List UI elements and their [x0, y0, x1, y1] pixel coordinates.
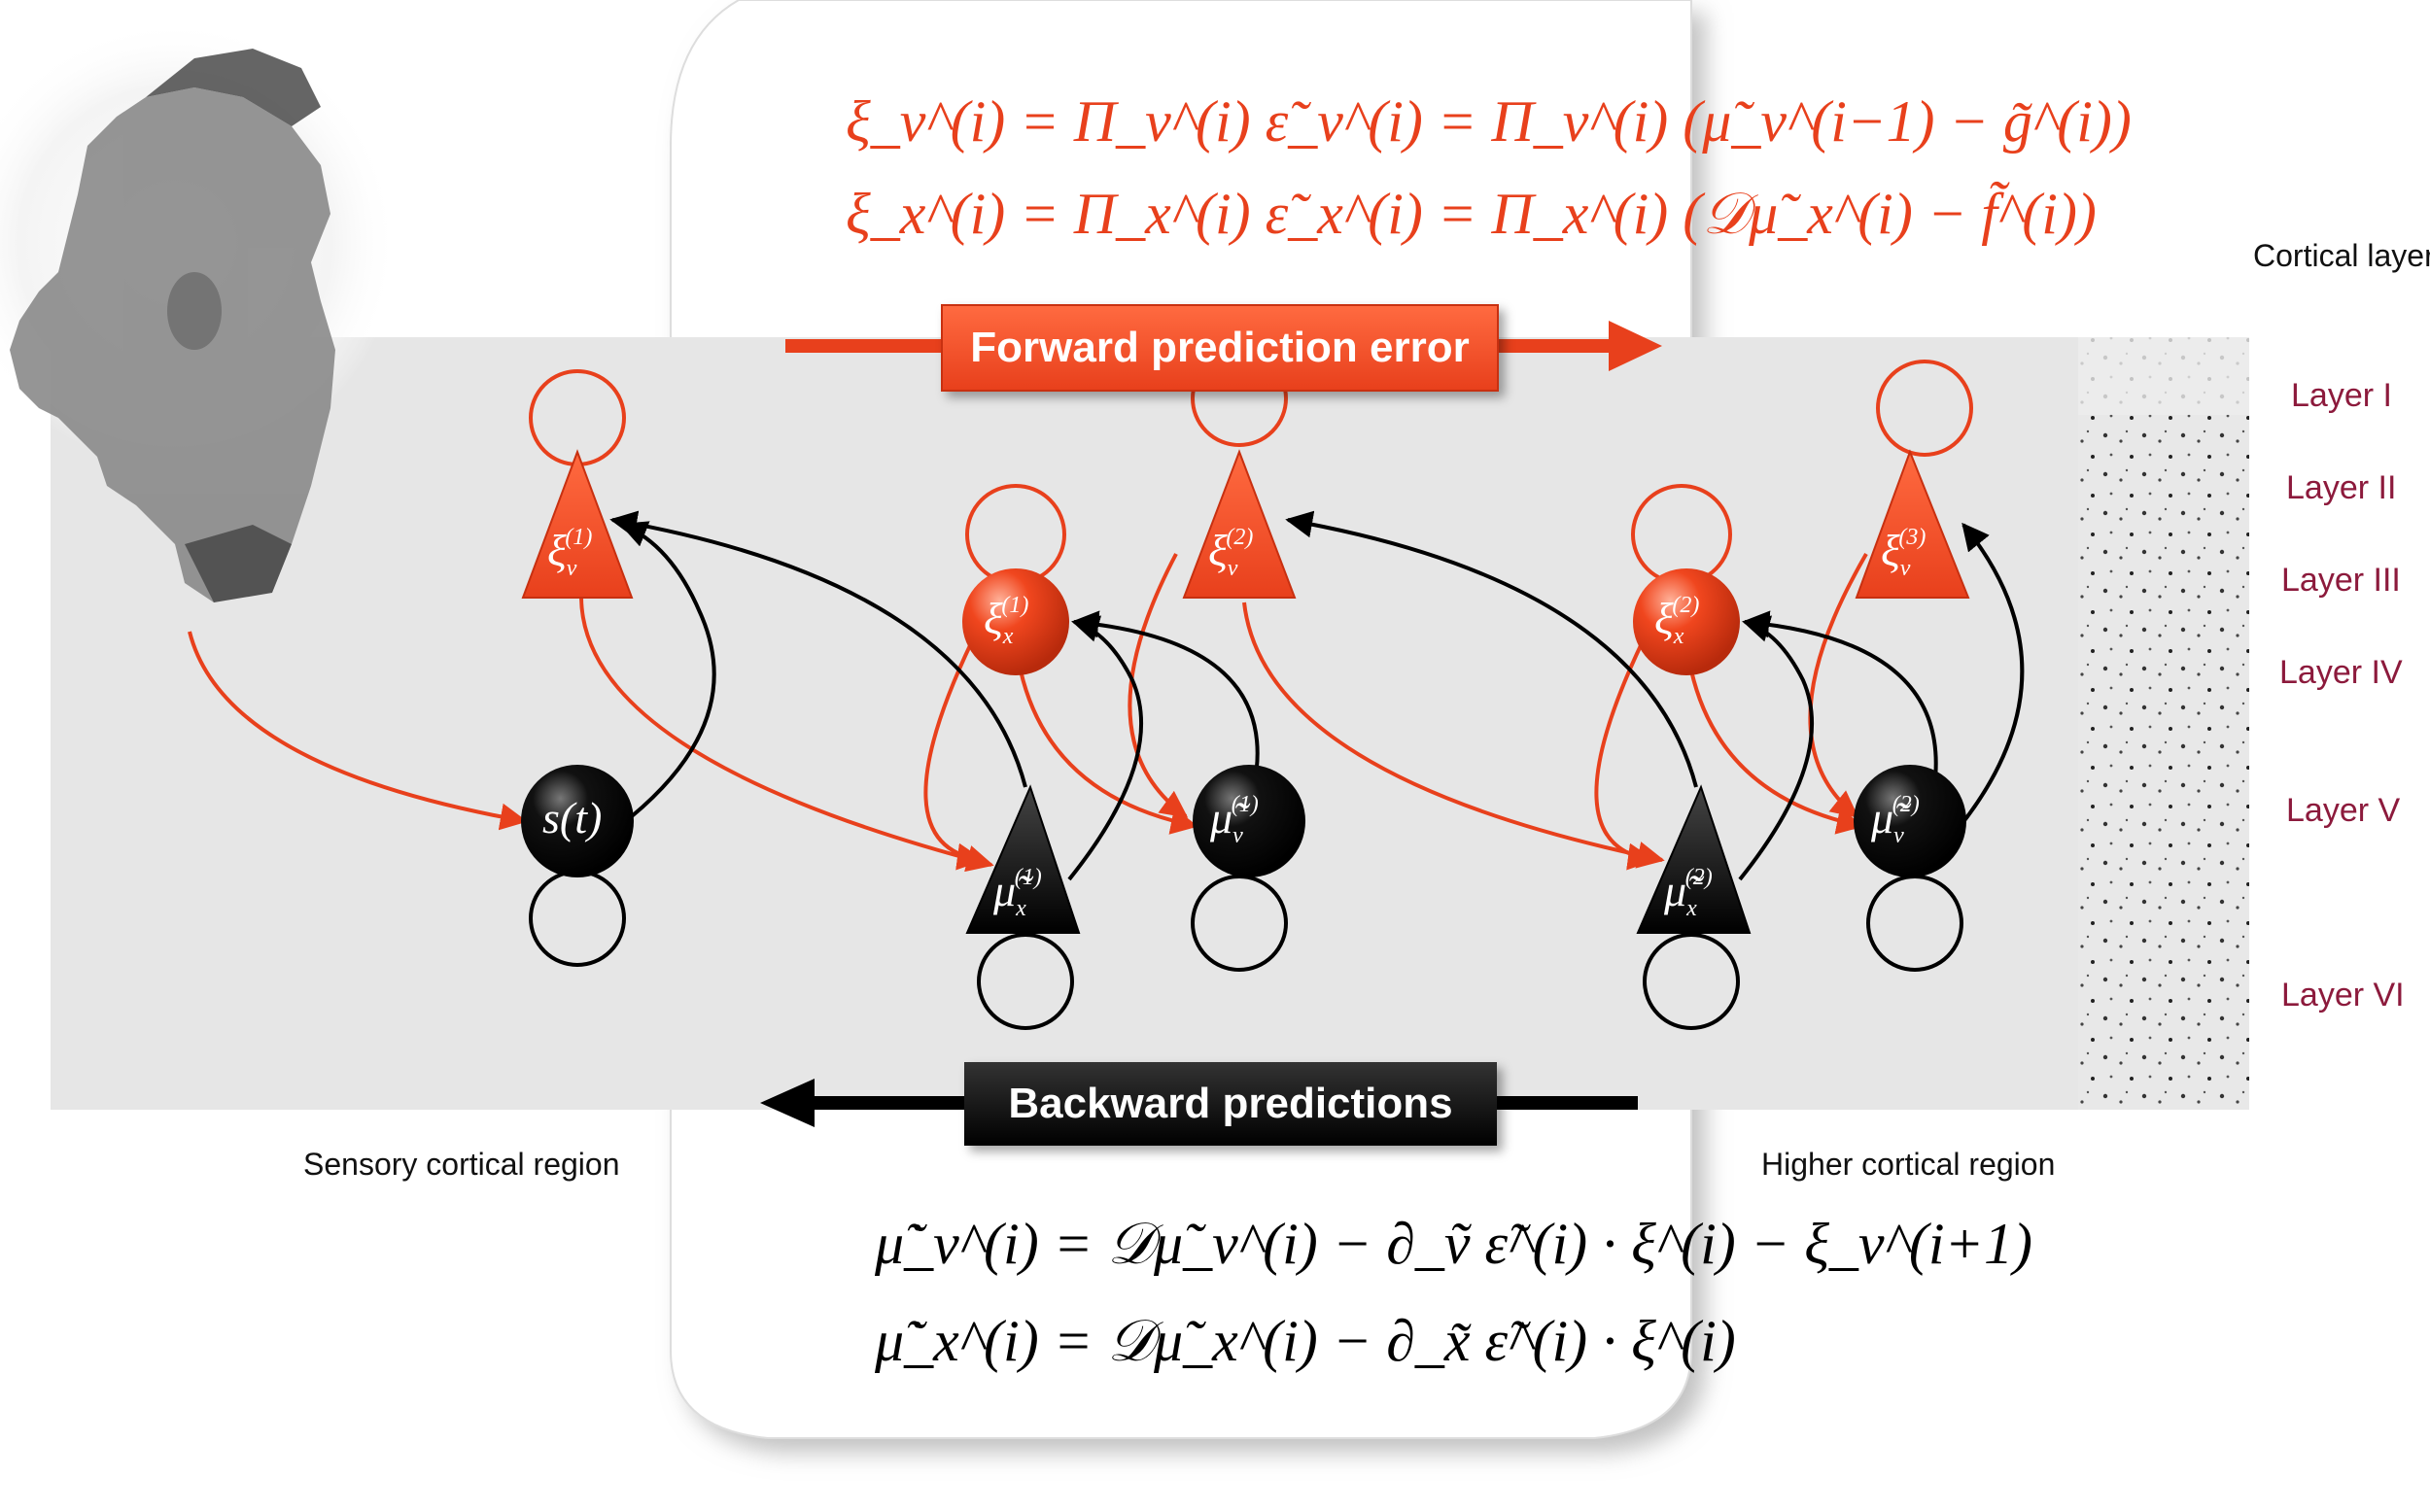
- node-xi-x2: [1633, 568, 1740, 675]
- backward-predictions-box: Backward predictions: [964, 1062, 1497, 1146]
- edge-s-to-xiv1: [619, 521, 716, 818]
- label-xi-x2: ξx(2): [1654, 592, 1700, 650]
- edge-mux2-to-xiv2: [1285, 510, 1698, 788]
- layer-1-label: Layer I: [2291, 377, 2392, 414]
- node-xi-v1: [521, 449, 634, 599]
- edge-head-to-s: [188, 631, 528, 831]
- region-left-label: Sensory cortical region: [303, 1147, 620, 1182]
- head-silhouette: [10, 49, 335, 602]
- edge-muv1-to-xix1: [1071, 610, 1260, 788]
- equation-top-2: ξ_x^(i) = Π_x^(i) ε̃_x^(i) = Π_x^(i) (𝒟μ…: [846, 182, 2097, 246]
- label-xi-v3-text: ξ: [1881, 526, 1900, 575]
- cortical-layer-title: Cortical layer: [2253, 238, 2430, 273]
- layer-4-label: Layer IV: [2279, 654, 2403, 691]
- equation-bottom-1: μ̃̇_v^(i) = 𝒟μ̃_v^(i) − ∂_ṽ ε̃^(i) · ξ^(…: [875, 1212, 2032, 1276]
- node-mu-v2: [1854, 765, 1966, 877]
- label-xi-v1: ξv(1): [547, 524, 593, 582]
- loop-xi-v3: [1876, 360, 1973, 457]
- equation-top-1: ξ_v^(i) = Π_v^(i) ε̃_v^(i) = Π_v^(i) (μ̃…: [846, 89, 2132, 154]
- label-mu-v1: μ̃v(1): [1210, 791, 1259, 849]
- label-mu-x2: μ̃x(2): [1664, 864, 1713, 922]
- edge-mux2-to-xix2: [1738, 615, 1815, 881]
- label-xi-v2: ξv(2): [1208, 524, 1254, 582]
- backward-predictions-label: Backward predictions: [1008, 1080, 1453, 1127]
- label-xi-v1-text: ξ: [547, 526, 567, 575]
- node-mu-v1: [1193, 765, 1305, 877]
- edge-muv2-to-xiv3: [1942, 522, 2025, 847]
- loop-mu-x1: [977, 933, 1074, 1030]
- node-xi-v3: [1855, 449, 1970, 599]
- label-mu-x1: μ̃x(1): [993, 864, 1042, 922]
- label-xi-x1-text: ξ: [984, 594, 1003, 643]
- cortical-histology: [2078, 337, 2249, 1110]
- label-xi-x2-text: ξ: [1654, 594, 1674, 643]
- equation-bottom-2: μ̃̇_x^(i) = 𝒟μ̃_x^(i) − ∂_x̃ ε̃^(i) · ξ^…: [875, 1309, 1736, 1373]
- region-right-label: Higher cortical region: [1761, 1147, 2056, 1182]
- edge-mux1-to-xix1: [1067, 615, 1144, 881]
- node-mu-x2: [1636, 784, 1752, 934]
- label-mu-x2-text: μ̃: [1664, 866, 1687, 915]
- edge-xix2-to-muv2: [1689, 670, 1864, 835]
- edge-xiv2-to-muv1: [1128, 553, 1189, 818]
- layer-2-label: Layer II: [2286, 469, 2397, 506]
- edge-muv2-to-xix2: [1742, 610, 1938, 788]
- label-xi-x1: ξx(1): [984, 592, 1029, 650]
- layer-6-label: Layer VI: [2281, 977, 2405, 1014]
- node-mu-x1: [965, 784, 1081, 934]
- node-s: [521, 765, 634, 877]
- label-mu-v2-text: μ̃: [1871, 793, 1894, 842]
- forward-prediction-error-box: Forward prediction error: [941, 304, 1499, 392]
- layer-3-label: Layer III: [2281, 562, 2401, 599]
- edge-xix1-to-mux1: [923, 640, 985, 871]
- edge-xiv1-to-mux1: [579, 597, 994, 873]
- label-mu-v2: μ̃v(2): [1871, 791, 1920, 849]
- loop-mu-x2: [1643, 933, 1740, 1030]
- edge-mux1-to-xiv1: [609, 510, 1027, 788]
- label-mu-x1-text: μ̃: [993, 866, 1017, 915]
- layer-5-label: Layer V: [2286, 792, 2401, 829]
- label-mu-v1-text: μ̃: [1210, 793, 1233, 842]
- edge-xiv2-to-mux2: [1242, 601, 1665, 869]
- edge-xix2-to-mux2: [1594, 640, 1655, 871]
- node-xi-v2: [1182, 449, 1297, 599]
- node-xi-x1: [962, 568, 1069, 675]
- label-xi-v2-text: ξ: [1208, 526, 1228, 575]
- label-s: s(t): [542, 793, 603, 842]
- forward-prediction-error-label: Forward prediction error: [970, 324, 1470, 371]
- label-xi-v3: ξv(3): [1881, 524, 1927, 582]
